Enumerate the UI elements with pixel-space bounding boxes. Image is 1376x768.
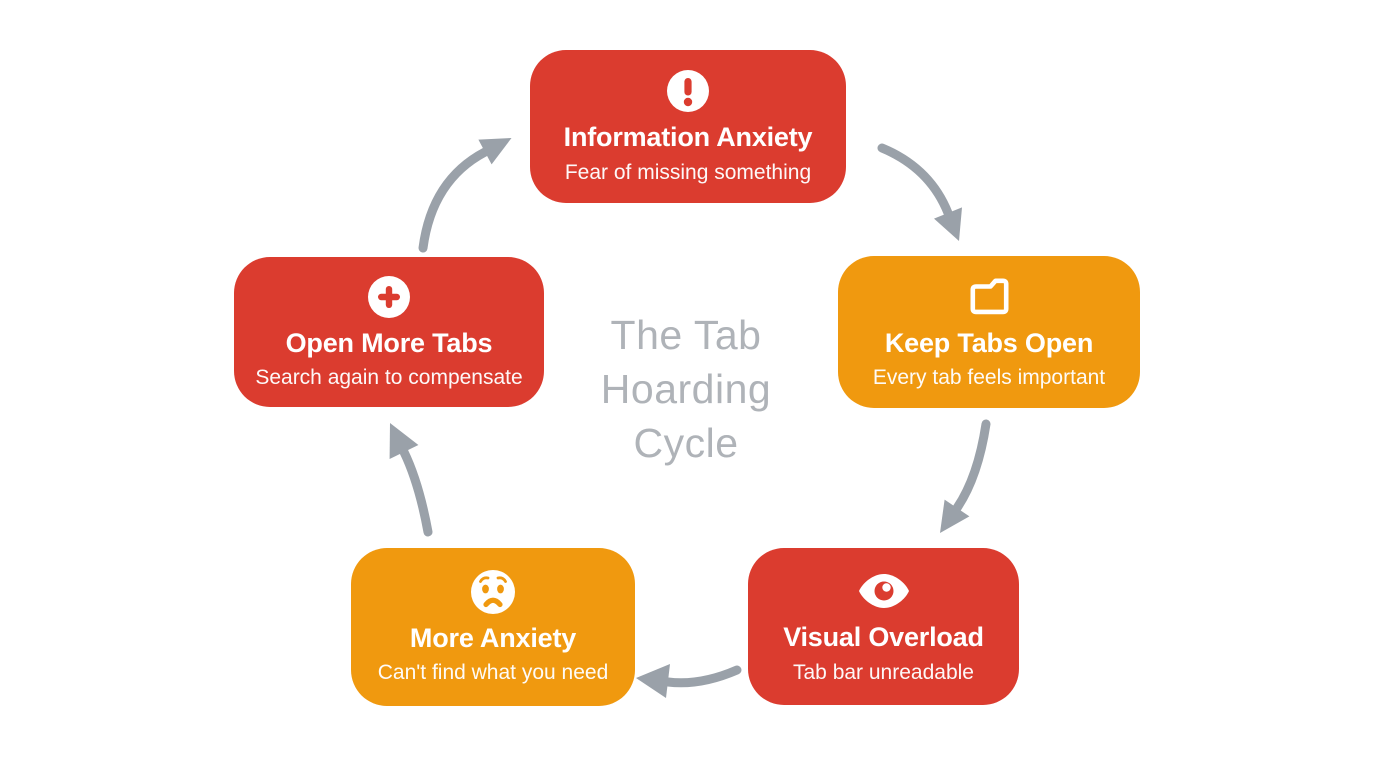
node-visual-overload: Visual Overload Tab bar unreadable: [748, 548, 1019, 705]
node-title: Information Anxiety: [563, 122, 813, 153]
arrow-more-anxiety-to-open-more-tabs: [389, 423, 433, 537]
node-more-anxiety: More Anxiety Can't find what you need: [351, 548, 635, 706]
plus-circle-icon: [367, 273, 411, 321]
node-subtitle: Tab bar unreadable: [793, 660, 974, 684]
node-title: More Anxiety: [409, 622, 577, 653]
node-information-anxiety: Information Anxiety Fear of missing some…: [530, 50, 846, 203]
arrow-visual-overload-to-more-anxiety: [636, 664, 742, 698]
center-title: The Tab Hoarding Cycle: [486, 308, 886, 470]
node-keep-tabs-open: Keep Tabs Open Every tab feels important: [838, 256, 1140, 408]
exclamation-circle-icon: [666, 67, 710, 115]
folder-icon: [964, 273, 1014, 321]
arrow-information-anxiety-to-keep-tabs-open: [877, 143, 962, 241]
node-title: Open More Tabs: [285, 327, 493, 358]
center-title-line: The Tab: [610, 312, 762, 358]
center-title-line: Cycle: [633, 420, 739, 466]
eye-icon: [858, 567, 910, 615]
node-title: Visual Overload: [783, 622, 984, 653]
node-subtitle: Every tab feels important: [872, 366, 1106, 390]
node-subtitle: Search again to compensate: [255, 366, 523, 390]
node-subtitle: Can't find what you need: [377, 661, 609, 685]
node-title: Keep Tabs Open: [884, 327, 1094, 358]
center-title-line: Hoarding: [600, 366, 772, 412]
node-subtitle: Fear of missing something: [564, 160, 812, 184]
arrow-keep-tabs-open-to-visual-overload: [940, 419, 991, 533]
worried-face-icon: [470, 568, 516, 616]
node-open-more-tabs: Open More Tabs Search again to compensat…: [234, 257, 544, 407]
arrow-open-more-tabs-to-information-anxiety: [418, 138, 512, 253]
